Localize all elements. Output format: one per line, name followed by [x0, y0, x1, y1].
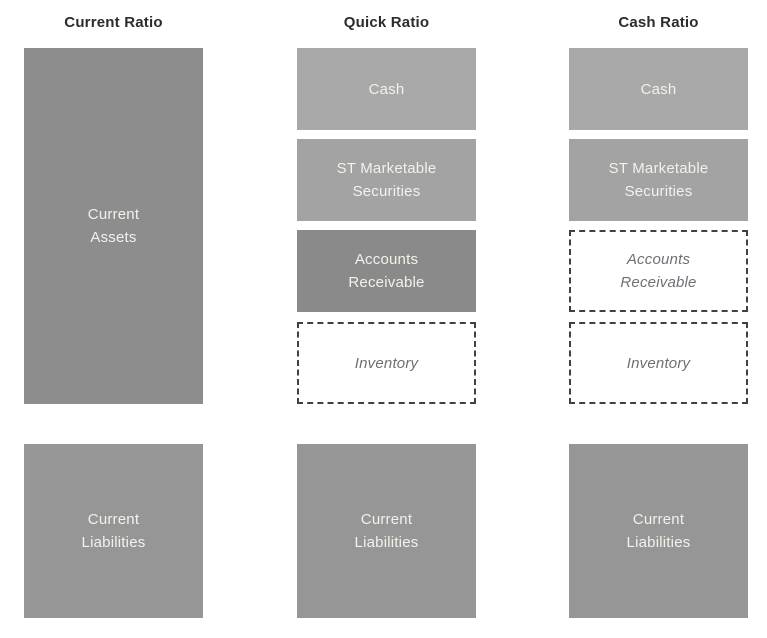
box-label: Inventory	[626, 354, 691, 372]
box-st-marketable-securities: ST Marketable Securities	[297, 139, 476, 221]
box-label: Cash	[640, 80, 677, 98]
box-label: Current Liabilities	[626, 511, 691, 551]
box-label: ST Marketable Securities	[336, 160, 437, 200]
box-label: Current Liabilities	[354, 511, 419, 551]
box-inventory-excluded: Inventory	[297, 322, 476, 404]
box-label: Current Liabilities	[81, 511, 146, 551]
box-label: Cash	[368, 80, 405, 98]
box-current-liabilities: Current Liabilities	[24, 444, 203, 618]
column-title-cash-ratio: Cash Ratio	[618, 14, 699, 31]
box-current-assets: Current Assets	[24, 48, 203, 404]
column-title-quick-ratio: Quick Ratio	[343, 14, 430, 31]
box-inventory-excluded: Inventory	[569, 322, 748, 404]
box-accounts-receivable-excluded: Accounts Receivable	[569, 230, 748, 312]
box-accounts-receivable: Accounts Receivable	[297, 230, 476, 312]
box-label: ST Marketable Securities	[608, 160, 709, 200]
box-cash: Cash	[297, 48, 476, 130]
box-label: Inventory	[354, 354, 419, 372]
box-current-liabilities: Current Liabilities	[297, 444, 476, 618]
box-cash: Cash	[569, 48, 748, 130]
box-label: Accounts Receivable	[620, 251, 697, 291]
box-label: Current Assets	[87, 206, 140, 246]
box-st-marketable-securities: ST Marketable Securities	[569, 139, 748, 221]
box-label: Accounts Receivable	[348, 251, 425, 291]
column-title-current-ratio: Current Ratio	[64, 14, 163, 31]
box-current-liabilities: Current Liabilities	[569, 444, 748, 618]
